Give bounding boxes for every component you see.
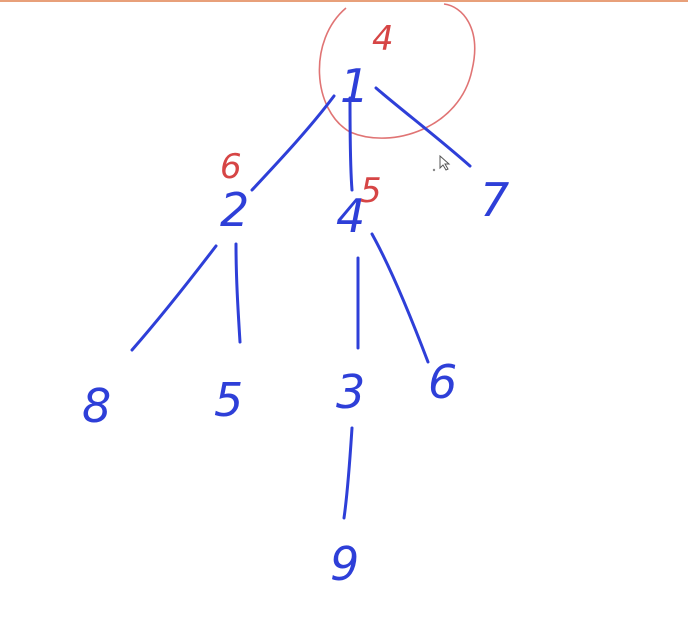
top-border xyxy=(0,0,688,2)
node-4: 4 xyxy=(336,189,365,243)
node-1: 1 xyxy=(340,59,369,113)
node-8: 8 xyxy=(82,379,111,433)
node-4-annotation: 5 xyxy=(360,171,382,211)
mouse-pointer-icon xyxy=(432,154,451,172)
edge-1-7 xyxy=(374,86,472,168)
edge-3-9 xyxy=(342,426,354,520)
node-2-annotation: 6 xyxy=(220,147,242,187)
node-6: 6 xyxy=(428,355,457,409)
root-highlight-circle xyxy=(318,3,476,139)
root-annotation: 4 xyxy=(372,19,394,59)
edge-2-5 xyxy=(234,242,242,344)
edge-1-2 xyxy=(250,94,336,192)
edge-1-4 xyxy=(348,96,354,192)
edge-2-8 xyxy=(130,244,218,352)
edge-4-6 xyxy=(370,232,430,364)
node-9: 9 xyxy=(330,537,359,591)
node-5: 5 xyxy=(214,373,243,427)
node-7: 7 xyxy=(480,173,509,227)
node-2: 2 xyxy=(220,183,249,237)
node-3: 3 xyxy=(336,365,365,419)
